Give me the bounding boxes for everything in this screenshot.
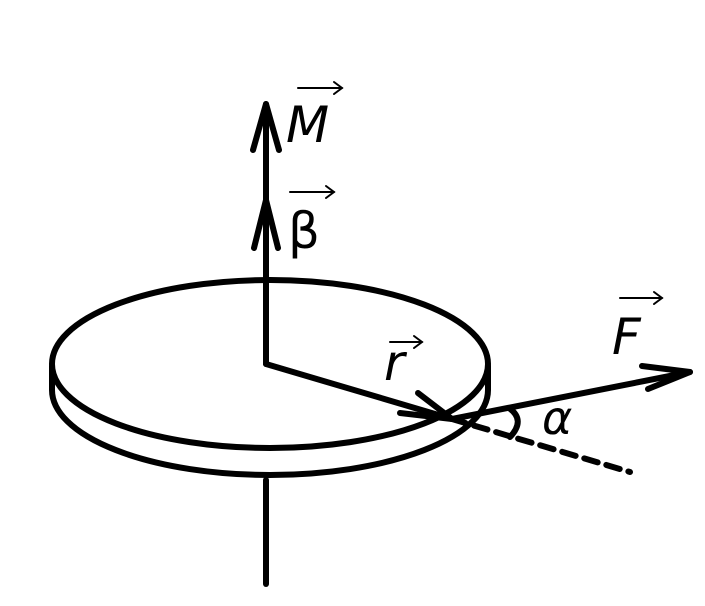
torque-label-group: M xyxy=(286,81,344,154)
force-label: F xyxy=(612,308,642,366)
torque-overline-head xyxy=(333,81,344,95)
disk-side-bottom-edge xyxy=(49,363,491,478)
radius-label-group: r xyxy=(384,334,424,392)
radius-extension-dashed xyxy=(449,416,633,475)
angular-acceleration-label-group: β xyxy=(288,185,336,260)
angular-acceleration-overline-head xyxy=(325,185,336,199)
angular-acceleration-arrowhead xyxy=(251,197,281,251)
force-vector xyxy=(449,369,693,422)
radius-vector xyxy=(263,361,455,422)
force-overline-head xyxy=(653,291,664,305)
torque-arrowhead xyxy=(250,101,282,153)
radius-label: r xyxy=(384,334,408,392)
angle-arc xyxy=(506,405,521,440)
force-arrowhead xyxy=(639,363,693,392)
force-label-group: F xyxy=(612,291,664,366)
torque-label: M xyxy=(286,96,329,154)
disk-top-surface xyxy=(49,277,491,451)
angular-acceleration-label: β xyxy=(288,202,320,260)
radius-overline-head xyxy=(413,335,424,349)
angle-label: α xyxy=(542,391,572,445)
